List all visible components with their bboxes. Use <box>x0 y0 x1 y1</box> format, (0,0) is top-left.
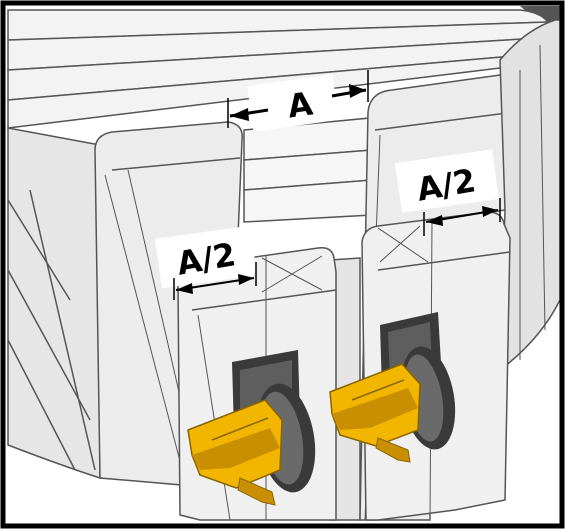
dimension-right: A/2 <box>394 149 501 236</box>
left-tall-panel <box>94 121 243 486</box>
dimension-top-label-bg <box>247 74 339 132</box>
dimension-top-label: A <box>285 84 315 125</box>
dimension-left-label-bg <box>154 225 258 289</box>
dimension-top: A <box>227 70 369 132</box>
right-clip <box>329 312 456 463</box>
dimension-right-label-bg <box>394 149 500 213</box>
dimension-left: A/2 <box>154 225 258 300</box>
left-boards <box>7 127 101 480</box>
left-clip <box>187 350 316 506</box>
